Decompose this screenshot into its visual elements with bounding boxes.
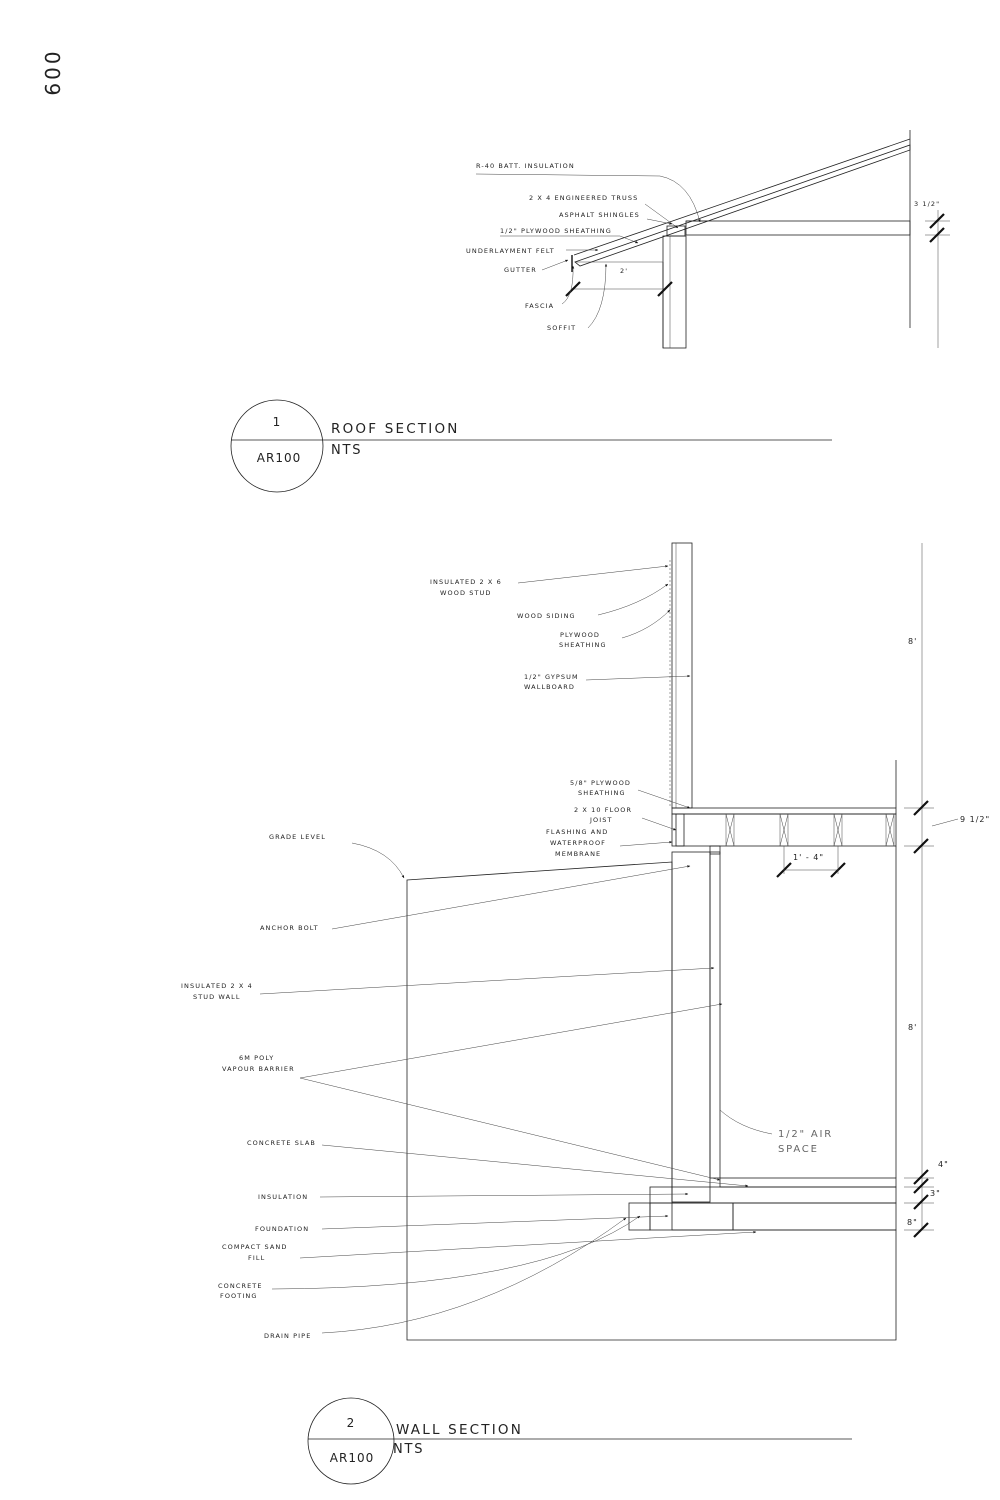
roof-section-title-block: 1 AR100 ROOF SECTION NTS [230,399,832,493]
dim-ceiling: 3 1/2" [914,200,940,208]
label-subfloor-2: SHEATHING [578,789,626,797]
dim-footing: 8" [907,1218,918,1227]
label-sand-2: FILL [248,1254,265,1262]
label-wood-siding: WOOD SIDING [517,612,576,620]
label-soffit: SOFFIT [547,324,576,332]
roof-section-scale: NTS [331,443,362,458]
label-engineered-truss: 2 X 4 ENGINEERED TRUSS [529,194,638,202]
label-studwall-2: STUD WALL [193,993,241,1001]
wall-sheet-ref: AR100 [330,1451,374,1465]
dim-floor: 9 1/2" [960,815,990,824]
wall-section-scale: NTS [393,1442,424,1457]
label-sand-1: COMPACT SAND [222,1243,287,1251]
roof-sheet-ref: AR100 [257,451,301,465]
label-drain-pipe: DRAIN PIPE [264,1332,311,1340]
label-gypsum-2: WALLBOARD [524,683,575,691]
wall-section-title-block: 2 AR100 WALL SECTION NTS [307,1397,852,1485]
label-poly-2: VAPOUR BARRIER [222,1065,295,1073]
label-flashing-1: FLASHING AND [546,828,608,836]
label-subfloor-1: 5/8" PLYWOOD [570,779,631,787]
label-underlayment-felt: UNDERLAYMENT FELT [466,247,555,255]
label-gutter: GUTTER [504,266,537,274]
label-joist-1: 2 X 10 FLOOR [574,806,632,814]
label-concrete-slab: CONCRETE SLAB [247,1139,316,1147]
label-stud-2: WOOD STUD [440,589,492,597]
label-air-space-1: 1/2" AIR [778,1129,833,1140]
label-plywood-2: SHEATHING [559,641,607,649]
dim-slab: 4" [938,1160,949,1169]
label-air-space-2: SPACE [778,1144,819,1155]
label-joist-2: JOIST [589,816,613,824]
label-stud-1: INSULATED 2 X 6 [430,578,502,586]
dim-overhang: 2' [620,267,628,275]
label-footing-1: CONCRETE [218,1282,263,1290]
roof-detail-number: 1 [273,415,282,429]
label-poly-1: 6M POLY [239,1054,274,1062]
label-foundation: FOUNDATION [255,1225,309,1233]
label-insulation: INSULATION [258,1193,308,1201]
label-studwall-1: INSULATED 2 X 4 [181,982,253,990]
dim-upper-wall: 8' [908,637,917,646]
label-flashing-2: WATERPROOF [550,839,606,847]
label-flashing-3: MEMBRANE [555,850,601,858]
roof-section-drawing [565,130,950,349]
label-asphalt-shingles: ASPHALT SHINGLES [559,211,640,219]
wall-section-drawing [351,542,934,1341]
dim-joist-spacing: 1' - 4" [793,853,824,862]
label-batt-insulation: R-40 BATT. INSULATION [476,162,575,170]
label-grade-level: GRADE LEVEL [269,833,326,841]
dim-lower-wall: 8' [908,1023,917,1032]
dim-insul: 3" [930,1189,941,1198]
wall-section-labels: INSULATED 2 X 6 WOOD STUD WOOD SIDING PL… [181,565,990,1340]
wall-detail-number: 2 [347,1416,356,1430]
label-gypsum-1: 1/2" GYPSUM [524,673,579,681]
roof-section-title: ROOF SECTION [331,421,460,437]
label-plywood-1: PLYWOOD [560,631,600,639]
label-footing-2: FOOTING [220,1292,257,1300]
label-fascia: FASCIA [525,302,554,310]
page-number: 600 [41,48,65,95]
roof-section-labels: R-40 BATT. INSULATION 2 X 4 ENGINEERED T… [466,162,940,332]
label-anchor-bolt: ANCHOR BOLT [260,924,319,932]
label-plywood-sheathing: 1/2" PLYWOOD SHEATHING [500,227,612,235]
wall-section-title: WALL SECTION [396,1422,523,1438]
